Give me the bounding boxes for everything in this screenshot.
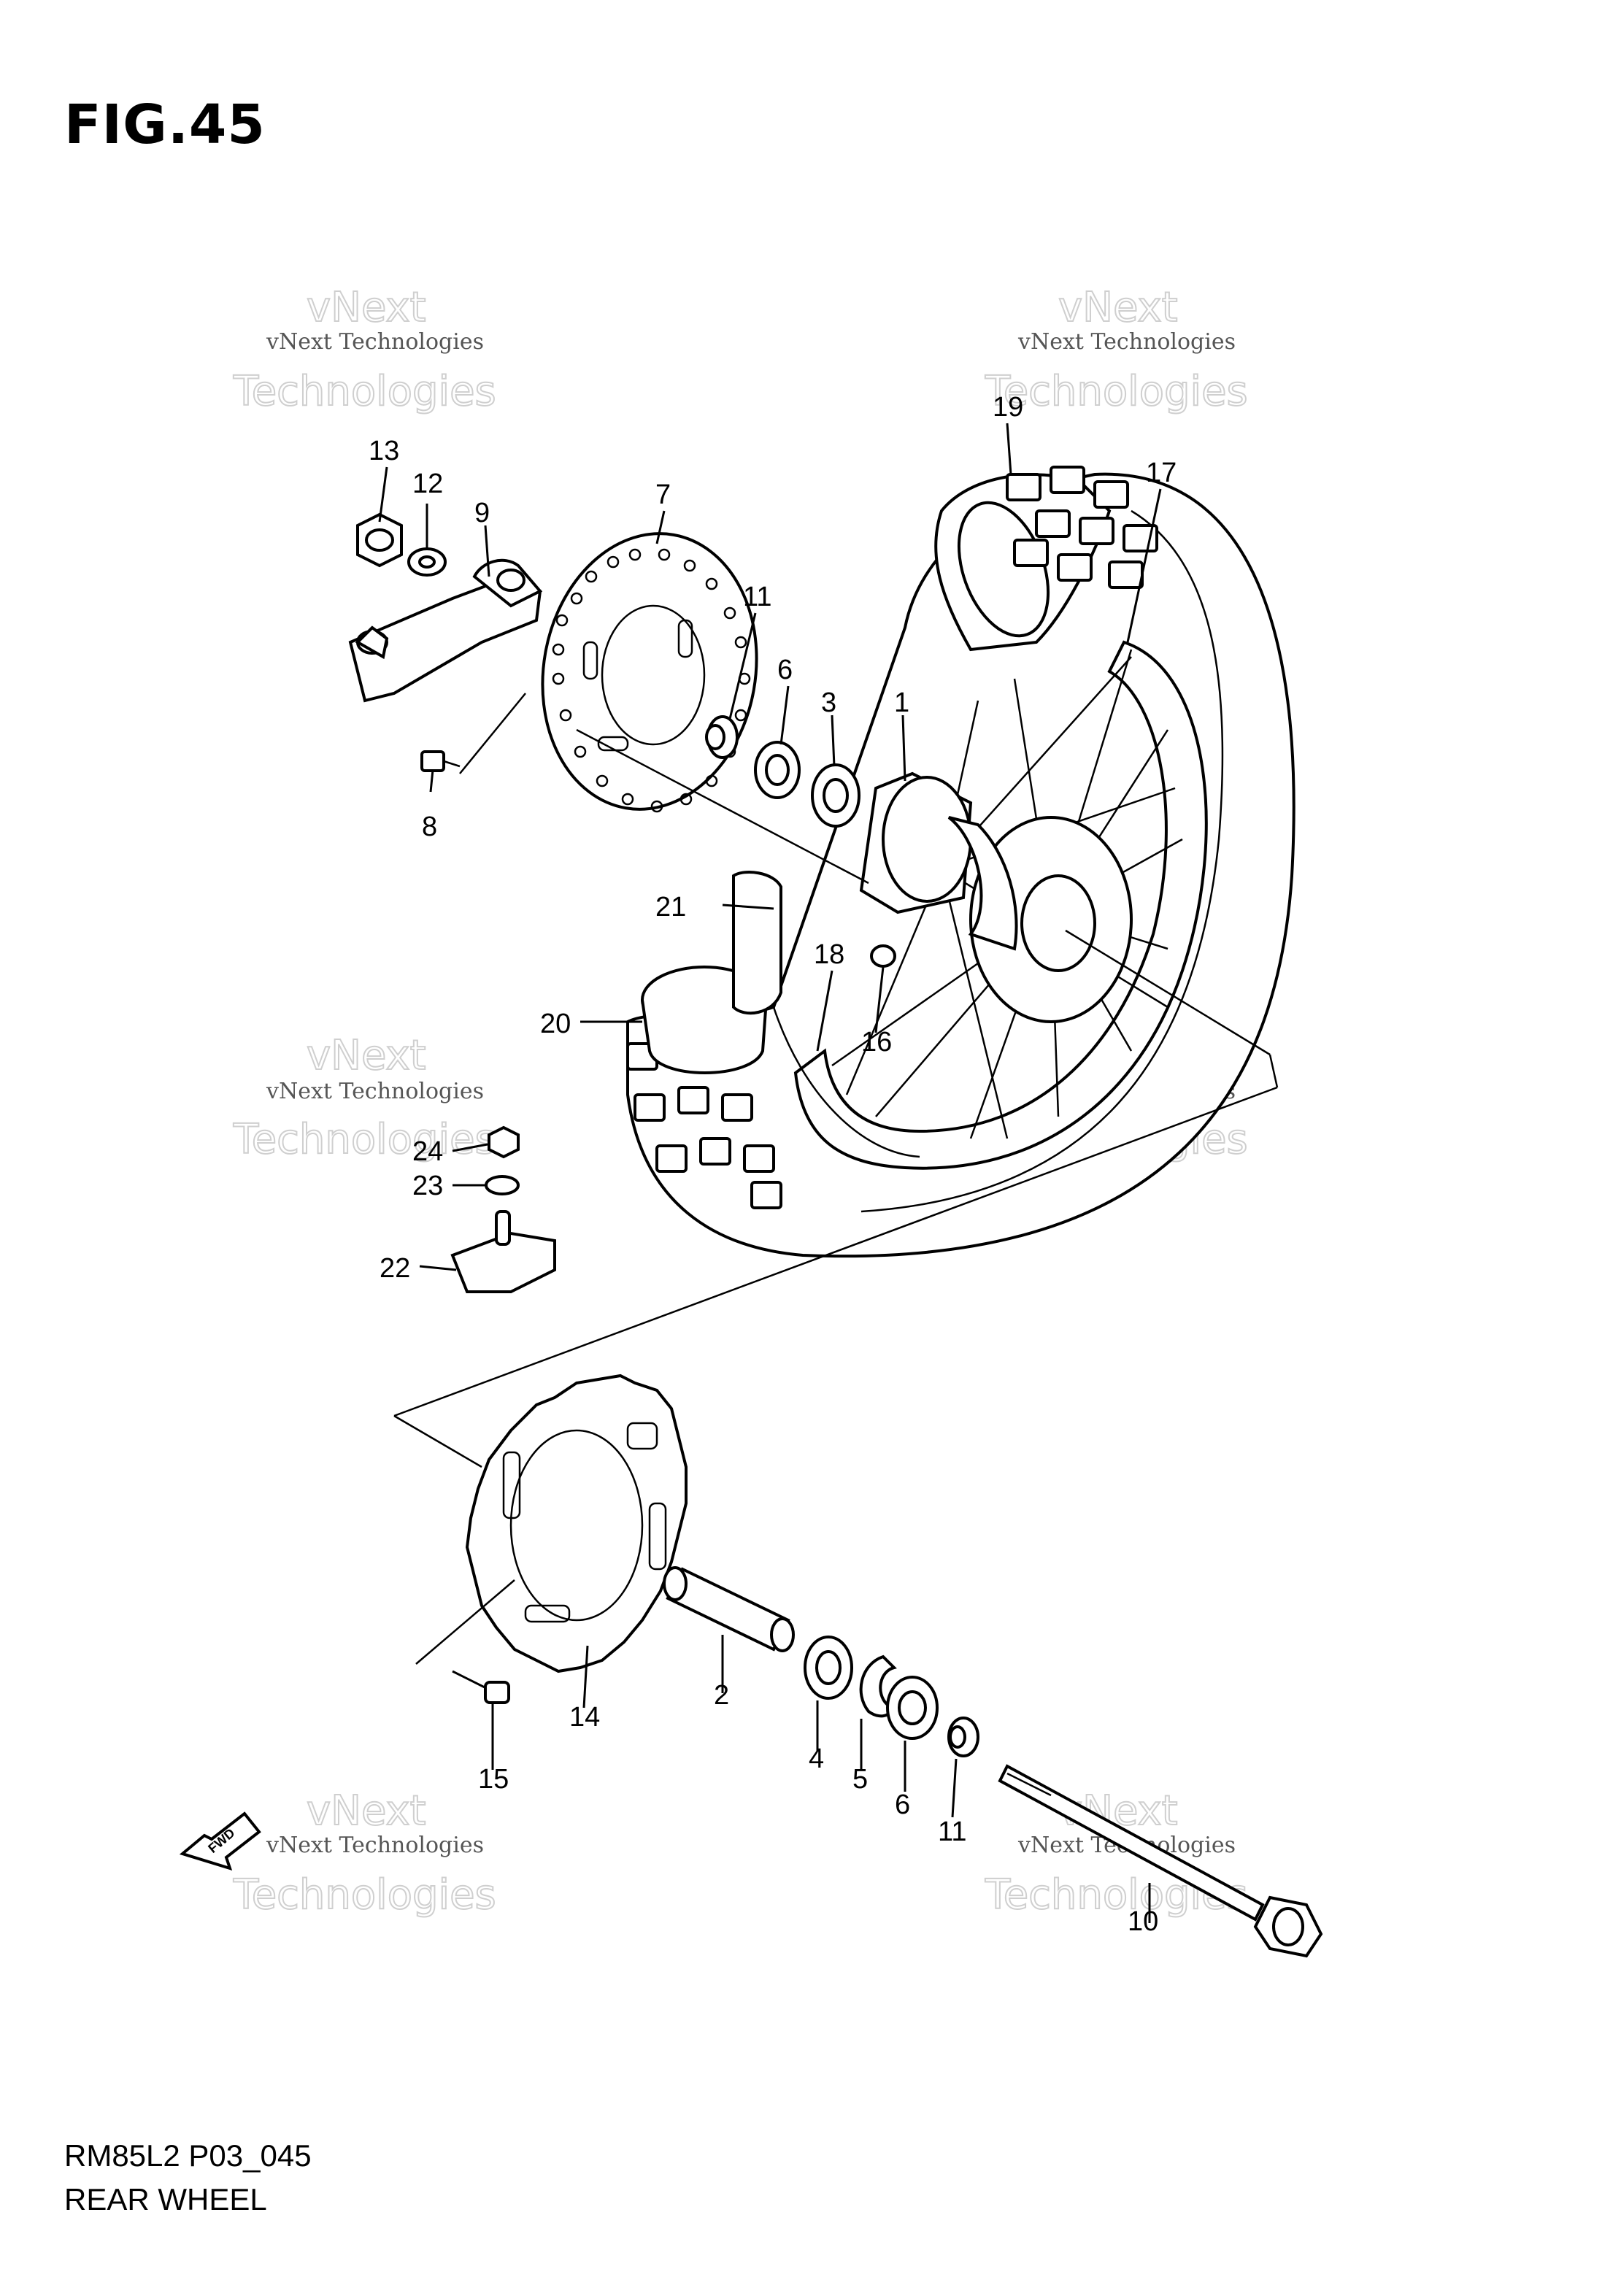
figure-title: FIG.45 xyxy=(64,93,266,156)
callout-18: 18 xyxy=(814,939,844,970)
svg-text:vNext: vNext xyxy=(307,1032,426,1079)
callout-10: 10 xyxy=(1128,1906,1158,1937)
callout-11b: 11 xyxy=(938,1817,966,1847)
callout-11: 11 xyxy=(743,582,771,612)
callout-24: 24 xyxy=(412,1136,443,1167)
callout-3: 3 xyxy=(821,687,836,718)
callout-1: 1 xyxy=(894,687,909,718)
caliper-bracket xyxy=(348,558,543,703)
svg-text:vNext Technologies: vNext Technologies xyxy=(266,1833,484,1858)
washer xyxy=(407,547,447,577)
svg-text:Technologies: Technologies xyxy=(233,1871,496,1919)
callout-19: 19 xyxy=(993,392,1023,423)
callout-12: 12 xyxy=(412,469,443,499)
spoke-nipple xyxy=(870,944,896,968)
svg-text:vNext: vNext xyxy=(307,284,426,331)
watermark: vNext Technologies vNext Technologies xyxy=(984,283,1249,416)
callout-7: 7 xyxy=(655,479,671,510)
oil-seal xyxy=(754,741,801,799)
fwd-arrow: FWD xyxy=(179,1811,261,1871)
nut xyxy=(356,512,403,568)
bearing xyxy=(811,763,860,828)
sprocket-spacer xyxy=(947,1717,979,1757)
svg-text:Technologies: Technologies xyxy=(985,368,1248,415)
watermark: vNext Technologies vNext Technologies xyxy=(232,1031,497,1164)
callout-5: 5 xyxy=(852,1764,868,1795)
callout-17: 17 xyxy=(1146,458,1177,488)
callout-6b: 6 xyxy=(895,1790,910,1820)
callout-9: 9 xyxy=(474,498,490,528)
rim xyxy=(793,640,1208,1170)
svg-text:vNext Technologies: vNext Technologies xyxy=(1017,329,1236,355)
rim-lock xyxy=(450,1210,556,1293)
watermark: vNext Technologies vNext Technologies xyxy=(984,1787,1249,1919)
callout-22: 22 xyxy=(380,1253,410,1284)
svg-text:vNext Technologies: vNext Technologies xyxy=(266,329,484,355)
circlip xyxy=(859,1654,897,1718)
axle-sleeve xyxy=(663,1566,795,1652)
callout-20: 20 xyxy=(540,1009,571,1039)
bolt xyxy=(420,750,461,772)
rim-lock-washer xyxy=(485,1175,520,1195)
callout-14: 14 xyxy=(569,1702,600,1733)
callout-13: 13 xyxy=(369,436,399,466)
svg-text:vNext: vNext xyxy=(307,1787,426,1835)
callout-21: 21 xyxy=(655,892,686,922)
svg-text:vNext Technologies: vNext Technologies xyxy=(266,1079,484,1104)
sprocket-bolt xyxy=(452,1670,510,1704)
diagram-name: REAR WHEEL xyxy=(64,2182,267,2216)
watermark: vNext Technologies vNext Technologies xyxy=(232,283,497,416)
sprocket-bearing xyxy=(804,1636,853,1700)
wheel-hub xyxy=(859,771,1133,1023)
callout-labels: 1 2 3 4 5 6 6 7 8 9 10 11 11 11 12 13 14… xyxy=(369,392,1177,1937)
sprocket-seal xyxy=(886,1676,939,1740)
brake-disc xyxy=(541,532,758,813)
rear-sprocket xyxy=(465,1374,688,1673)
callout-2: 2 xyxy=(714,1680,729,1711)
watermark: vNext Technologies vNext Technologies xyxy=(232,1787,497,1919)
svg-text:vNext: vNext xyxy=(1058,284,1178,331)
spacer xyxy=(705,715,739,759)
callout-4: 4 xyxy=(809,1744,824,1774)
callout-15: 15 xyxy=(478,1764,509,1795)
svg-text:Technologies: Technologies xyxy=(233,1116,496,1163)
leader-lines xyxy=(378,423,1279,1923)
rim-lock-nut xyxy=(488,1125,520,1159)
callout-16: 16 xyxy=(861,1027,892,1058)
callout-8: 8 xyxy=(422,812,437,842)
svg-text:Technologies: Technologies xyxy=(233,368,496,415)
diagram-code: RM85L2 P03_045 xyxy=(64,2138,312,2173)
callout-23: 23 xyxy=(412,1171,443,1201)
rear-axle xyxy=(998,1764,1323,1958)
callout-6: 6 xyxy=(777,655,793,685)
